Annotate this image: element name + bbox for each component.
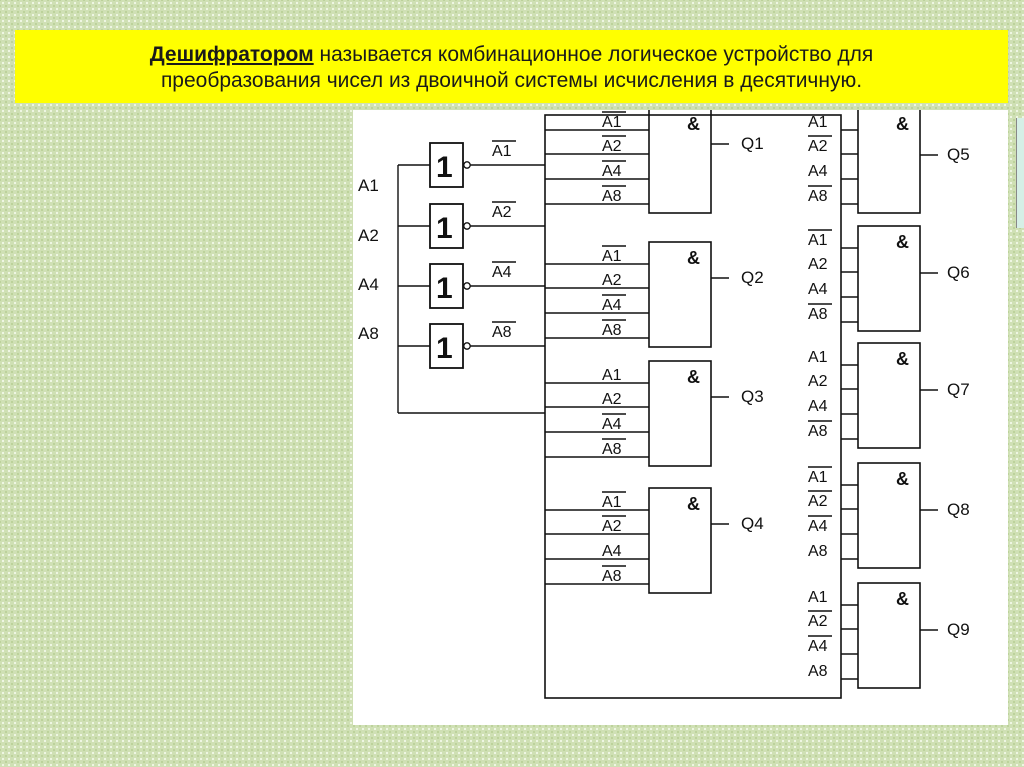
- and-gate-input-label: A1: [808, 114, 828, 131]
- and-gate-input-label: A2: [602, 518, 622, 535]
- and-gate-symbol: &: [687, 494, 700, 514]
- and-gate-input-label: A1: [808, 469, 828, 486]
- and-gate-q9: [857, 582, 921, 689]
- and-gate-input-label: A4: [602, 297, 622, 314]
- and-gate-input-label: A2: [808, 256, 828, 273]
- and-gate-q2: [648, 241, 712, 348]
- and-gate-input-label: A4: [602, 416, 622, 433]
- and-gate-symbol: &: [687, 114, 700, 134]
- output-label-q2: Q2: [741, 268, 764, 287]
- window-edge-fragment: [1016, 118, 1024, 228]
- not-gate-symbol: 1: [436, 332, 453, 365]
- and-gate-input-label: A1: [808, 349, 828, 366]
- and-gate-input-label: A8: [602, 188, 622, 205]
- and-gate-input-label: A4: [602, 163, 622, 180]
- and-gate-symbol: &: [896, 349, 909, 369]
- not-gate-symbol: 1: [436, 272, 453, 305]
- and-gate-input-label: A8: [808, 306, 828, 323]
- and-gate-input-label: A8: [808, 423, 828, 440]
- and-gate-input-label: A1: [602, 114, 622, 131]
- and-gate-input-label: A1: [602, 367, 622, 384]
- and-gate-input-label: A2: [602, 272, 622, 289]
- inversion-bubble: [463, 222, 471, 230]
- input-label-a1: A1: [358, 176, 379, 195]
- and-gate-q7: [857, 342, 921, 449]
- and-gate-input-label: A8: [602, 568, 622, 585]
- title-banner: Дешифратором называется комбинационное л…: [15, 30, 1008, 103]
- output-label-q5: Q5: [947, 145, 970, 164]
- and-gate-q3: [648, 360, 712, 467]
- and-gate-symbol: &: [896, 469, 909, 489]
- title-line-2: преобразования чисел из двоичной системы…: [160, 69, 863, 92]
- and-gate-input-label: A4: [602, 543, 622, 560]
- output-label-q1: Q1: [741, 134, 764, 153]
- and-gate-symbol: &: [896, 114, 909, 134]
- and-gate-input-label: A8: [602, 322, 622, 339]
- inverted-label-a8: A8: [492, 324, 512, 341]
- inversion-bubble: [463, 161, 471, 169]
- and-gate-input-label: A1: [602, 494, 622, 511]
- and-gate-input-label: A8: [808, 663, 828, 680]
- and-gate-input-label: A1: [808, 232, 828, 249]
- and-gate-q5: [857, 110, 921, 214]
- title-term: Дешифратором: [149, 43, 314, 66]
- input-label-a8: A8: [358, 324, 379, 343]
- and-gate-input-label: A2: [808, 373, 828, 390]
- output-label-q4: Q4: [741, 514, 764, 533]
- output-label-q9: Q9: [947, 620, 970, 639]
- and-gate-input-label: A8: [602, 441, 622, 458]
- inverted-label-a4: A4: [492, 264, 512, 281]
- and-gate-input-label: A4: [808, 281, 828, 298]
- not-gate-symbol: 1: [436, 212, 453, 245]
- and-gate-input-label: A1: [602, 248, 622, 265]
- and-gate-symbol: &: [896, 589, 909, 609]
- and-gate-input-label: A4: [808, 638, 828, 655]
- and-gate-symbol: &: [896, 232, 909, 252]
- output-label-q3: Q3: [741, 387, 764, 406]
- and-gate-input-label: A4: [808, 398, 828, 415]
- and-gate-q4: [648, 487, 712, 594]
- output-label-q8: Q8: [947, 500, 970, 519]
- inverted-label-a2: A2: [492, 204, 512, 221]
- title-line-1-rest: называется комбинационное логическое уст…: [313, 43, 874, 66]
- and-gate-q6: [857, 225, 921, 332]
- and-gate-q8: [857, 462, 921, 569]
- input-label-a4: A4: [358, 275, 379, 294]
- and-gate-input-label: A4: [808, 163, 828, 180]
- and-gate-symbol: &: [687, 248, 700, 268]
- and-gate-input-label: A1: [808, 589, 828, 606]
- and-gate-q1: [648, 110, 712, 214]
- output-label-q7: Q7: [947, 380, 970, 399]
- and-gate-input-label: A2: [808, 613, 828, 630]
- output-label-q6: Q6: [947, 263, 970, 282]
- title-line-1: Дешифратором называется комбинационное л…: [15, 42, 1008, 68]
- and-gate-input-label: A2: [602, 391, 622, 408]
- inversion-bubble: [463, 282, 471, 290]
- and-gate-input-label: A8: [808, 543, 828, 560]
- and-gate-input-label: A8: [808, 188, 828, 205]
- and-gate-symbol: &: [687, 367, 700, 387]
- not-gate-symbol: 1: [436, 151, 453, 184]
- input-label-a2: A2: [358, 226, 379, 245]
- inverted-label-a1: A1: [492, 143, 512, 160]
- and-gate-input-label: A2: [602, 138, 622, 155]
- and-gate-input-label: A2: [808, 493, 828, 510]
- and-gate-input-label: A4: [808, 518, 828, 535]
- and-gate-input-label: A2: [808, 138, 828, 155]
- inversion-bubble: [463, 342, 471, 350]
